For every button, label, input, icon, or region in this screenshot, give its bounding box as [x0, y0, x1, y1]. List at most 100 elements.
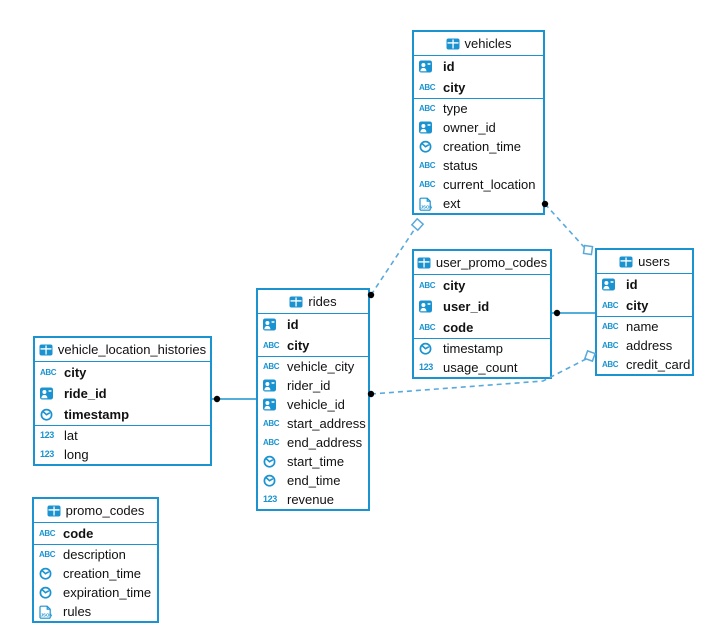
table-header-rides[interactable]: rides: [258, 290, 368, 314]
relationship-vehicle_location_histories-to-rides[interactable]: [212, 395, 257, 403]
field-row-revenue[interactable]: 123 revenue: [258, 490, 368, 509]
time-icon: [419, 342, 439, 355]
field-row-end_time[interactable]: end_time: [258, 471, 368, 490]
field-row-start_time[interactable]: start_time: [258, 452, 368, 471]
relationship-endpoint-marker: [582, 244, 594, 256]
text-icon: ABC: [39, 528, 56, 538]
table-header-vehicle_location_histories[interactable]: vehicle_location_histories: [35, 338, 210, 362]
text-icon: ABC: [419, 160, 436, 170]
field-name-label: city: [443, 80, 466, 95]
field-row-expiration_time[interactable]: expiration_time: [34, 583, 157, 602]
field-row-vehicle_city[interactable]: ABC vehicle_city: [258, 357, 368, 376]
table-header-vehicles[interactable]: vehicles: [414, 32, 543, 56]
field-name-label: code: [443, 320, 474, 335]
field-name-label: creation_time: [63, 566, 142, 581]
text-icon: ABC: [263, 340, 280, 350]
field-name-label: long: [64, 447, 89, 462]
field-row-vehicle_id[interactable]: vehicle_id: [258, 395, 368, 414]
table-icon: [39, 344, 53, 356]
table-title: users: [638, 254, 670, 269]
table-header-users[interactable]: users: [597, 250, 692, 274]
field-name-label: vehicle_city: [287, 359, 355, 374]
field-name-label: city: [64, 365, 87, 380]
field-name-label: credit_card: [626, 357, 691, 372]
field-name-label: city: [443, 278, 466, 293]
time-icon: [39, 567, 59, 580]
field-row-creation_time[interactable]: creation_time: [34, 564, 157, 583]
relationship-line[interactable]: [544, 203, 585, 248]
id-icon: [263, 318, 283, 331]
field-name-label: start_time: [287, 454, 345, 469]
pk-field-row-timestamp[interactable]: timestamp: [35, 404, 210, 425]
pk-field-row-id[interactable]: id: [597, 274, 692, 295]
relationship-endpoint-marker: [410, 217, 425, 232]
pk-field-row-id[interactable]: id: [258, 314, 368, 335]
field-name-label: vehicle_id: [287, 397, 345, 412]
field-name-label: current_location: [443, 177, 536, 192]
text-icon: ABC: [263, 437, 280, 447]
relationship-user_promo_codes-to-users[interactable]: [552, 309, 596, 317]
field-name-label: type: [443, 101, 468, 116]
table-icon: [417, 257, 431, 269]
field-name-label: description: [63, 547, 126, 562]
text-icon: ABC: [602, 321, 619, 331]
field-row-timestamp[interactable]: timestamp: [414, 339, 550, 358]
field-name-label: timestamp: [443, 341, 503, 356]
number-icon: 123: [263, 494, 277, 504]
pk-field-row-id[interactable]: id: [414, 56, 543, 77]
text-icon: ABC: [263, 361, 280, 371]
field-row-rider_id[interactable]: rider_id: [258, 376, 368, 395]
table-header-promo_codes[interactable]: promo_codes: [34, 499, 157, 523]
table-title: vehicles: [464, 36, 512, 51]
table-header-user_promo_codes[interactable]: user_promo_codes: [414, 251, 550, 275]
field-name-label: start_address: [287, 416, 366, 431]
table-title: user_promo_codes: [435, 255, 548, 270]
number-icon: 123: [419, 362, 433, 372]
id-icon: [419, 300, 439, 313]
field-name-label: ext: [443, 196, 461, 211]
pk-field-row-user_id[interactable]: user_id: [414, 296, 550, 317]
relationship-line[interactable]: [370, 358, 587, 395]
table-title: vehicle_location_histories: [57, 342, 207, 357]
pk-field-row-ride_id[interactable]: ride_id: [35, 383, 210, 404]
field-row-owner_id[interactable]: owner_id: [414, 118, 543, 137]
relationship-endpoint-marker: [583, 349, 597, 363]
field-row-creation_time[interactable]: creation_time: [414, 137, 543, 156]
field-name-label: revenue: [287, 492, 334, 507]
relationship-vehicles-to-users[interactable]: [541, 200, 594, 256]
id-icon: [40, 387, 60, 400]
relationship-line[interactable]: [370, 229, 415, 296]
